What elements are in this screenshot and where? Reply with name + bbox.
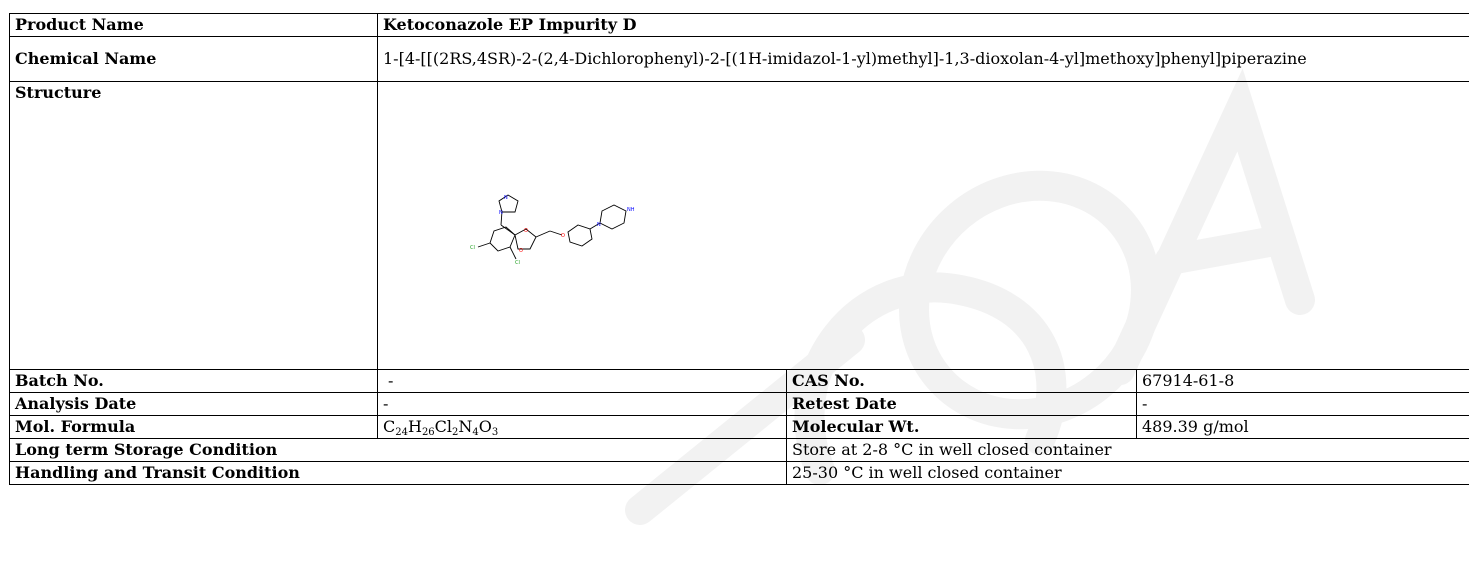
formula-h: H bbox=[407, 417, 422, 436]
row-dates: Analysis Date - Retest Date - bbox=[9, 392, 1469, 416]
retest-date-label: Retest Date bbox=[786, 392, 1137, 416]
formula-o: O bbox=[478, 417, 492, 436]
batch-no-label: Batch No. bbox=[9, 369, 378, 393]
atom-n1: N bbox=[504, 195, 508, 201]
batch-no-value: - bbox=[377, 369, 787, 393]
analysis-date-value: - bbox=[377, 392, 787, 416]
formula-n: N bbox=[458, 417, 473, 436]
long-term-storage-value: Store at 2-8 °C in well closed container bbox=[786, 438, 1469, 462]
structure-label: Structure bbox=[9, 81, 378, 370]
atom-o2: O bbox=[519, 248, 523, 254]
analysis-date-label: Analysis Date bbox=[9, 392, 378, 416]
handling-transit-value: 25-30 °C in well closed container bbox=[786, 461, 1469, 485]
chemical-name-value: 1-[4-[[(2RS,4SR)-2-(2,4-Dichlorophenyl)-… bbox=[377, 36, 1469, 82]
formula-cl: Cl bbox=[434, 417, 453, 436]
molecular-wt-label: Molecular Wt. bbox=[786, 415, 1137, 439]
formula-c-count: 24 bbox=[395, 427, 408, 438]
chemical-name-label: Chemical Name bbox=[9, 36, 378, 82]
row-handling-transit: Handling and Transit Condition 25-30 °C … bbox=[9, 461, 1469, 485]
atom-cl1: Cl bbox=[470, 245, 475, 251]
mol-formula-label: Mol. Formula bbox=[9, 415, 378, 439]
atom-n3: N bbox=[597, 222, 601, 228]
row-chemical-name: Chemical Name 1-[4-[[(2RS,4SR)-2-(2,4-Di… bbox=[9, 36, 1469, 82]
row-structure: Structure bbox=[9, 81, 1469, 370]
product-name-label: Product Name bbox=[9, 13, 378, 37]
formula-c: C bbox=[383, 417, 396, 436]
row-formula-weight: Mol. Formula C24H26Cl2N4O3 Molecular Wt.… bbox=[9, 415, 1469, 439]
atom-nh: NH bbox=[627, 207, 635, 213]
formula-cl-count: 2 bbox=[452, 427, 459, 438]
formula-n-count: 4 bbox=[472, 427, 479, 438]
row-product-name: Product Name Ketoconazole EP Impurity D bbox=[9, 13, 1469, 37]
coa-table: Product Name Ketoconazole EP Impurity D … bbox=[9, 13, 1469, 485]
atom-o3: O bbox=[561, 233, 565, 239]
atom-cl2: Cl bbox=[515, 260, 520, 266]
long-term-storage-label: Long term Storage Condition bbox=[9, 438, 787, 462]
structure-cell: N N NH N O O O Cl Cl bbox=[377, 81, 1469, 370]
product-name-value: Ketoconazole EP Impurity D bbox=[377, 13, 1469, 37]
molecular-wt-value: 489.39 g/mol bbox=[1136, 415, 1469, 439]
cas-no-label: CAS No. bbox=[786, 369, 1137, 393]
row-long-term-storage: Long term Storage Condition Store at 2-8… bbox=[9, 438, 1469, 462]
formula-o-count: 3 bbox=[491, 427, 499, 438]
atom-n2: N bbox=[499, 210, 503, 216]
row-batch-cas: Batch No. - CAS No. 67914-61-8 bbox=[9, 369, 1469, 393]
formula-h-count: 26 bbox=[421, 427, 435, 438]
handling-transit-label: Handling and Transit Condition bbox=[9, 461, 787, 485]
retest-date-value: - bbox=[1136, 392, 1469, 416]
chemical-structure-image: N N NH N O O O Cl Cl bbox=[470, 194, 635, 266]
cas-no-value: 67914-61-8 bbox=[1136, 369, 1469, 393]
atom-o1: O bbox=[524, 228, 528, 234]
mol-formula-value: C24H26Cl2N4O3 bbox=[377, 415, 787, 439]
